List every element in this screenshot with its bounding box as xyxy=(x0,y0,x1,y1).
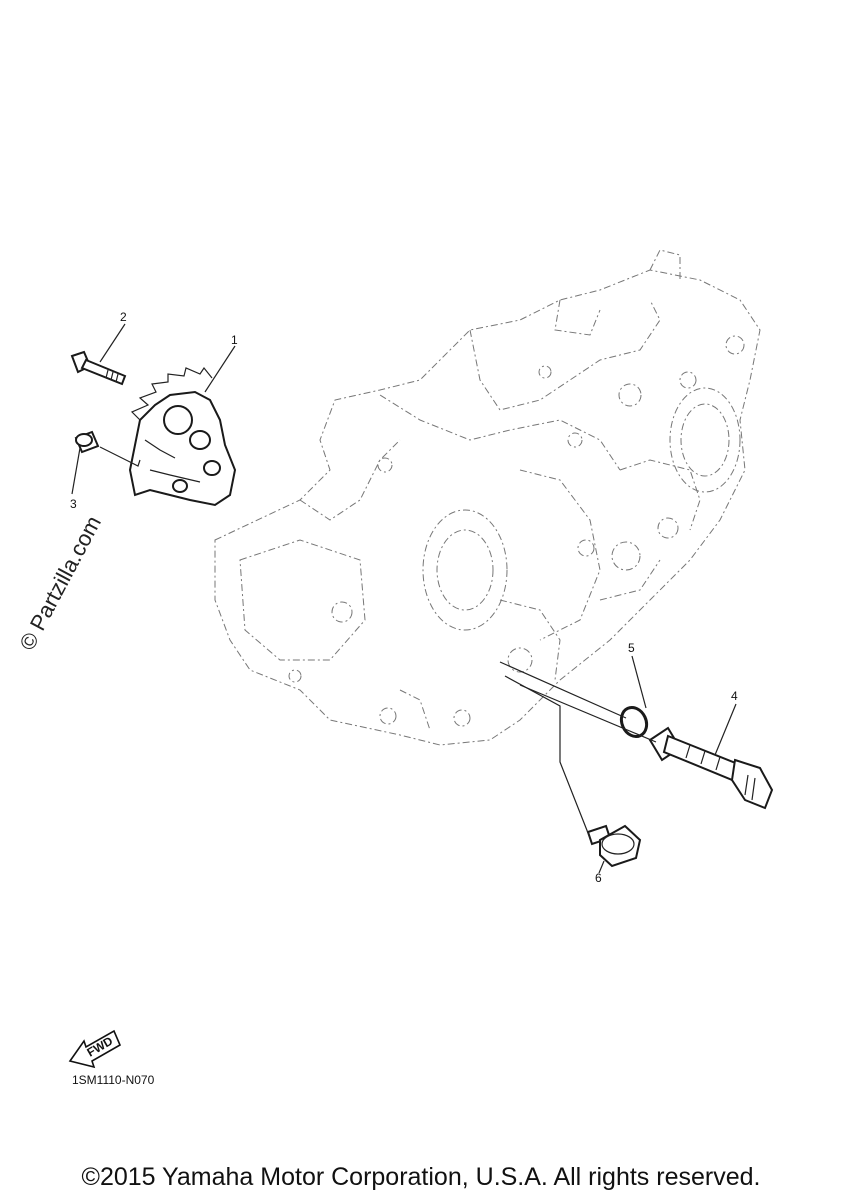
callout-3: 3 xyxy=(70,497,77,511)
dowel-pin-part-3 xyxy=(74,430,100,454)
callout-1: 1 xyxy=(231,333,238,347)
watermark: © Partzilla.com xyxy=(14,512,106,655)
callout-4: 4 xyxy=(731,689,738,703)
callout-5: 5 xyxy=(628,641,635,655)
fwd-arrow-icon: FWD xyxy=(68,1029,122,1069)
diagram-code: 1SM1110-N070 xyxy=(72,1073,155,1087)
oil-strainer-part-4 xyxy=(648,726,774,810)
leader-lines xyxy=(71,323,737,874)
callout-2: 2 xyxy=(120,310,127,324)
oil-pump-assembly xyxy=(128,366,237,507)
flange-bolt-part-6 xyxy=(586,824,642,868)
o-ring-part-5 xyxy=(619,705,649,739)
crankcase-outline xyxy=(214,249,761,746)
callout-6: 6 xyxy=(595,871,602,885)
bolt-part-2 xyxy=(70,350,127,386)
copyright-notice: ©2015 Yamaha Motor Corporation, U.S.A. A… xyxy=(81,1163,761,1191)
